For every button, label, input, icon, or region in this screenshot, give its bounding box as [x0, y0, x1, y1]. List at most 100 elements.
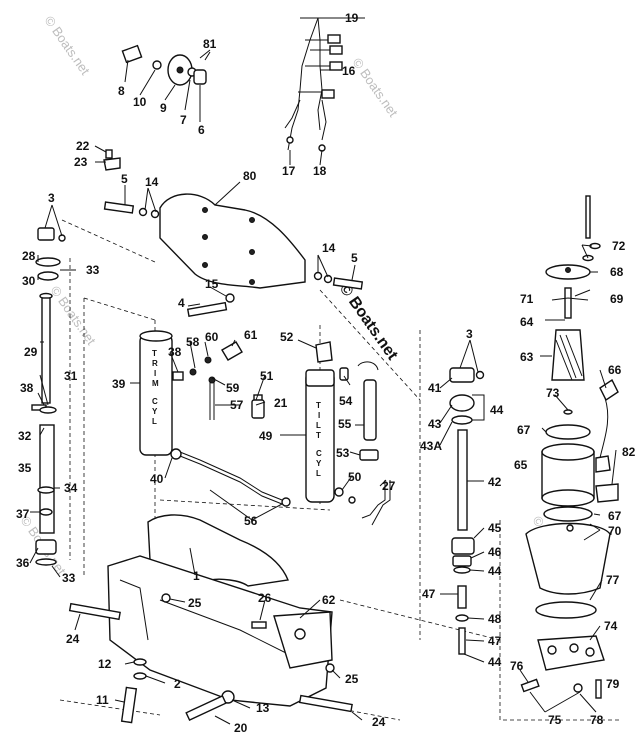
seal-33-bottom: [35, 558, 57, 566]
callout-17: 17: [282, 164, 296, 178]
callout-2: 2: [174, 677, 181, 691]
callout-54: 54: [339, 394, 353, 408]
washer-14-left-1: [138, 207, 148, 217]
armature-63: [551, 329, 585, 381]
callout-11: 11: [96, 693, 109, 707]
tilt-letter-3: L: [316, 421, 321, 430]
callout-60: 60: [205, 330, 219, 344]
callout-67-lower: 67: [608, 509, 622, 523]
fitting-50-a: [334, 487, 344, 497]
callout-66: 66: [608, 363, 622, 377]
nut-15: [225, 293, 235, 303]
callout-51: 51: [260, 369, 274, 383]
reservoir-fill-70: [566, 524, 574, 532]
callout-55: 55: [338, 417, 352, 431]
valve-47: [457, 585, 467, 609]
callout-44-mid: 44: [488, 564, 502, 578]
callout-63: 63: [520, 350, 534, 364]
trim-letter-2: R: [152, 359, 158, 368]
shaft-42: [457, 429, 468, 531]
callout-58: 58: [186, 335, 200, 349]
watermark-top-left: © Boats.net: [42, 13, 94, 78]
trim-letter-5: C: [152, 397, 158, 406]
bolt-4: [186, 301, 228, 318]
casting-62: [273, 611, 333, 669]
callout-26: 26: [258, 591, 272, 605]
callout-56: 56: [244, 514, 258, 528]
callout-15: 15: [205, 277, 219, 291]
fitting-56: [281, 497, 291, 507]
callout-49: 49: [259, 429, 273, 443]
callout-74: 74: [604, 619, 618, 633]
callout-68: 68: [610, 265, 624, 279]
callout-79: 79: [606, 677, 620, 691]
callout-80: 80: [243, 169, 257, 183]
o-ring-67-bottom: [543, 506, 593, 522]
callout-33-top: 33: [86, 263, 100, 277]
fitting-59: [208, 376, 216, 384]
callout-35: 35: [18, 461, 32, 475]
bolt-11: [120, 686, 138, 724]
bushing-36: [35, 539, 57, 555]
callout-47-upper: 47: [422, 587, 436, 601]
bracket-80: [159, 193, 306, 289]
callout-78: 78: [590, 713, 604, 727]
trim-letter-3: I: [154, 369, 156, 378]
leader-lines: [29, 17, 617, 725]
washer-78: [573, 683, 583, 693]
trim-letter-7: L: [152, 417, 157, 426]
callout-44-upper: 44: [490, 403, 504, 417]
callout-24-left: 24: [66, 632, 80, 646]
callout-5-upper-left: 5: [121, 172, 128, 186]
callout-42: 42: [488, 475, 502, 489]
pump-port-2: [569, 643, 579, 653]
callout-36: 36: [16, 556, 30, 570]
callout-59: 59: [226, 381, 240, 395]
wiring-harness: [284, 17, 365, 152]
callout-75: 75: [548, 713, 562, 727]
bracket-52: [315, 341, 333, 363]
callout-31: 31: [64, 369, 78, 383]
valve-47-lower: [458, 627, 466, 655]
bolts-upper: [103, 201, 364, 318]
callout-34: 34: [64, 481, 78, 495]
callout-64: 64: [520, 315, 534, 329]
callout-14-right: 14: [322, 241, 336, 255]
callout-76: 76: [510, 659, 524, 673]
callout-39: 39: [112, 377, 126, 391]
connector-3: [329, 61, 343, 71]
callout-8: 8: [118, 84, 125, 98]
watermark-top-right: © Boats.net: [350, 55, 402, 120]
callout-65: 65: [514, 458, 528, 472]
fitting-54: [339, 367, 349, 381]
callout-71: 71: [520, 292, 534, 306]
callout-20: 20: [234, 721, 248, 735]
motor-housing-top: [541, 443, 595, 461]
casting-62-hole: [294, 628, 306, 640]
ring-34: [37, 486, 55, 494]
fitting-60: [204, 356, 212, 364]
callout-70: 70: [608, 524, 622, 538]
bracket-hole-4: [249, 217, 255, 223]
washer-3-right: [475, 370, 485, 380]
callout-23: 23: [74, 155, 88, 169]
ring-terminal-17: [286, 136, 294, 144]
knob-center-9: [176, 66, 184, 74]
fitting-40: [170, 448, 182, 460]
ring-37: [39, 508, 53, 516]
spring-21: [251, 399, 265, 419]
washer-73: [563, 409, 573, 415]
screw-group-22-23: [103, 149, 121, 171]
callout-22: 22: [76, 139, 90, 153]
left-pin-group: [31, 227, 66, 566]
bracket-hole-6: [249, 279, 255, 285]
callout-10: 10: [133, 95, 147, 109]
callout-67-upper: 67: [517, 423, 531, 437]
callout-18: 18: [313, 164, 327, 178]
watermark-mid-left: © Boats.net: [48, 283, 100, 348]
washer-2: [133, 672, 147, 680]
callout-33-bottom: 33: [62, 571, 76, 585]
motor-housing-bottom: [541, 489, 595, 507]
screw-76: [520, 678, 540, 693]
bolt-20: [185, 694, 227, 722]
